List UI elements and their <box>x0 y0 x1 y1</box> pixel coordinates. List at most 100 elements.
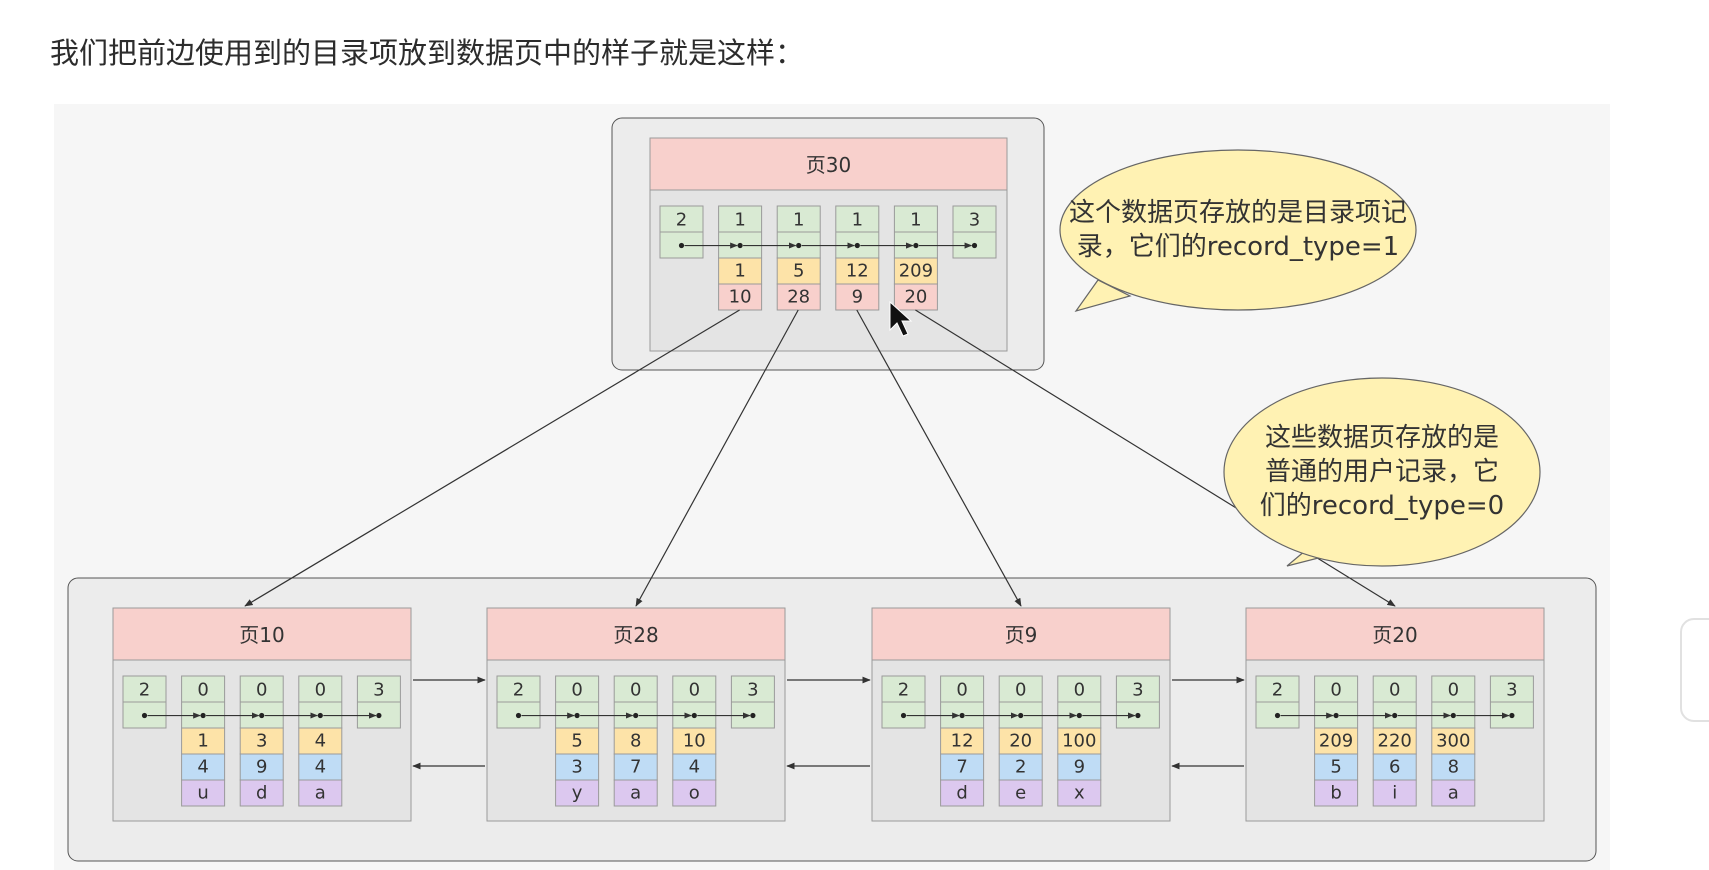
record-value: 5 <box>571 731 582 752</box>
record-value: 4 <box>315 757 326 778</box>
record-page-cell <box>776 283 821 311</box>
record-cell <box>1372 753 1417 781</box>
record-cell <box>1431 779 1476 807</box>
record-cell <box>555 779 600 807</box>
next-pointer-dot <box>317 712 323 719</box>
record-value: 9 <box>1074 757 1085 778</box>
record-type: 3 <box>969 210 980 231</box>
page-heading: 我们把前边使用到的目录项放到数据页中的样子就是这样： <box>50 36 805 70</box>
record-value: 9 <box>256 757 267 778</box>
next-pointer-dot <box>737 242 743 249</box>
record-page-number: 28 <box>787 287 810 308</box>
record-cell <box>940 753 985 781</box>
next-pointer-dot <box>515 712 522 719</box>
page-title: 页20 <box>1372 623 1417 647</box>
next-pointer-dot <box>200 712 206 719</box>
record-value: 10 <box>683 731 706 752</box>
record-type: 0 <box>630 680 641 701</box>
scroll-handle[interactable] <box>1680 618 1709 722</box>
record-cell <box>239 779 284 807</box>
record-cell <box>1314 727 1359 755</box>
record-value: o <box>689 783 700 804</box>
child-page-arrow <box>635 309 799 607</box>
record-type: 0 <box>1015 680 1026 701</box>
next-pointer-dot <box>678 242 685 249</box>
next-pointer-dot <box>854 242 860 249</box>
record-type: 0 <box>256 680 267 701</box>
next-pointer-dot <box>691 712 697 719</box>
record-cell <box>672 727 717 755</box>
record-type: 0 <box>571 680 582 701</box>
record-cell <box>239 727 284 755</box>
next-pointer-dot <box>1392 712 1398 719</box>
record-cell <box>181 779 226 807</box>
next-pointer-dot <box>1135 712 1141 719</box>
record-value: a <box>315 783 326 804</box>
record-type: 0 <box>956 680 967 701</box>
next-pointer-dot <box>1333 712 1339 719</box>
page-header <box>112 607 412 661</box>
next-pointer-dot <box>141 712 148 719</box>
next-pointer-dot <box>259 712 265 719</box>
record-value: d <box>256 783 267 804</box>
record-value: y <box>572 783 583 804</box>
record-value: 220 <box>1378 731 1412 752</box>
next-pointer-dot <box>796 242 802 249</box>
record-cell <box>940 779 985 807</box>
record-value: x <box>1074 783 1085 804</box>
record-page-cell <box>718 283 763 311</box>
next-pointer-dot <box>1018 712 1024 719</box>
callout-body <box>1223 377 1541 567</box>
callout-text: 们的record_type=0 <box>1260 491 1504 521</box>
record-cell <box>1057 727 1102 755</box>
record-cell <box>298 727 343 755</box>
record-value: a <box>630 783 641 804</box>
record-value: 8 <box>1448 757 1459 778</box>
record-type: 2 <box>676 210 687 231</box>
record-type: 1 <box>852 210 863 231</box>
record-value: 4 <box>689 757 700 778</box>
record-type: 0 <box>689 680 700 701</box>
page-title: 页10 <box>239 623 284 647</box>
record-type: 2 <box>513 680 524 701</box>
record-cell <box>298 753 343 781</box>
record-cell <box>181 753 226 781</box>
record-cell <box>1314 753 1359 781</box>
record-type: 0 <box>197 680 208 701</box>
record-page-number: 20 <box>904 287 927 308</box>
record-page-number: 10 <box>729 287 752 308</box>
page-header <box>1245 607 1545 661</box>
record-cell <box>940 727 985 755</box>
record-cell <box>613 753 658 781</box>
record-type: 0 <box>315 680 326 701</box>
record-cell <box>1372 779 1417 807</box>
record-cell <box>1431 727 1476 755</box>
record-value: 3 <box>256 731 267 752</box>
record-value: 12 <box>951 731 974 752</box>
record-value: 2 <box>1015 757 1026 778</box>
record-key-cell <box>718 257 763 285</box>
next-pointer-dot <box>1076 712 1082 719</box>
record-key-cell <box>893 257 938 285</box>
next-pointer-dot <box>376 712 382 719</box>
record-value: 6 <box>1389 757 1400 778</box>
page-header <box>486 607 786 661</box>
callout-body <box>1059 149 1417 311</box>
record-type: 3 <box>747 680 758 701</box>
record-cell <box>555 753 600 781</box>
record-value: u <box>197 783 208 804</box>
record-value: d <box>956 783 967 804</box>
record-value: 7 <box>956 757 967 778</box>
next-pointer-dot <box>900 712 907 719</box>
record-value: e <box>1015 783 1026 804</box>
record-value: 209 <box>1319 731 1353 752</box>
child-page-arrow <box>856 309 1022 607</box>
record-cell <box>998 753 1043 781</box>
record-value: 4 <box>197 757 208 778</box>
record-cell <box>998 779 1043 807</box>
record-type: 1 <box>910 210 921 231</box>
record-page-number: 9 <box>852 287 863 308</box>
record-value: 7 <box>630 757 641 778</box>
record-type: 0 <box>1074 680 1085 701</box>
